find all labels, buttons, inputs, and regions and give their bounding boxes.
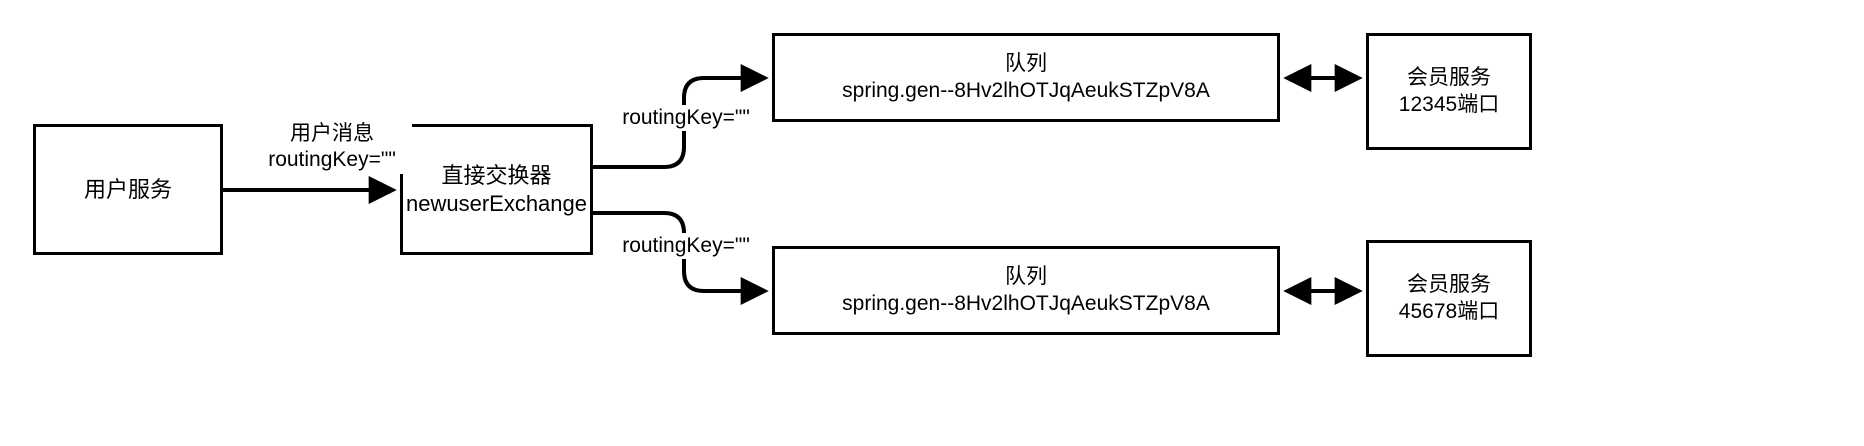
- node-queue-top-name: spring.gen--8Hv2lhOTJqAeukSTZpV8A: [842, 78, 1210, 102]
- node-queue-bottom-name: spring.gen--8Hv2lhOTJqAeukSTZpV8A: [842, 291, 1210, 315]
- node-user-service[interactable]: 用户服务: [33, 124, 223, 255]
- node-direct-exchange-name: newuserExchange: [405, 190, 587, 216]
- node-queue-bottom-type: 队列: [1005, 265, 1047, 289]
- node-member-service-top[interactable]: 会员服务 12345端口: [1366, 33, 1532, 150]
- edge-label-routingkey-bottom: routingKey="": [613, 233, 759, 260]
- node-user-service-label: 用户服务: [83, 176, 172, 202]
- node-member-service-bottom-port: 45678端口: [1398, 299, 1500, 323]
- node-direct-exchange[interactable]: 直接交换器 newuserExchange: [400, 124, 593, 255]
- edge-label-routingkey-bottom-text: routingKey="": [622, 234, 750, 257]
- edge-label-user-message-title: 用户消息: [290, 122, 374, 145]
- node-queue-bottom[interactable]: 队列 spring.gen--8Hv2lhOTJqAeukSTZpV8A: [772, 246, 1280, 335]
- edge-label-user-message: 用户消息 routingKey="": [252, 121, 412, 174]
- node-member-service-bottom[interactable]: 会员服务 45678端口: [1366, 240, 1532, 357]
- edge-label-routingkey-top-text: routingKey="": [622, 106, 750, 129]
- edge-label-routingkey-top: routingKey="": [613, 105, 759, 132]
- node-member-service-top-label: 会员服务: [1407, 66, 1491, 90]
- edge-label-user-message-routingkey: routingKey="": [268, 148, 396, 172]
- node-queue-top-type: 队列: [1005, 52, 1047, 76]
- node-member-service-top-port: 12345端口: [1398, 92, 1500, 116]
- node-queue-top[interactable]: 队列 spring.gen--8Hv2lhOTJqAeukSTZpV8A: [772, 33, 1280, 122]
- node-member-service-bottom-label: 会员服务: [1407, 273, 1491, 297]
- node-direct-exchange-type: 直接交换器: [441, 163, 552, 188]
